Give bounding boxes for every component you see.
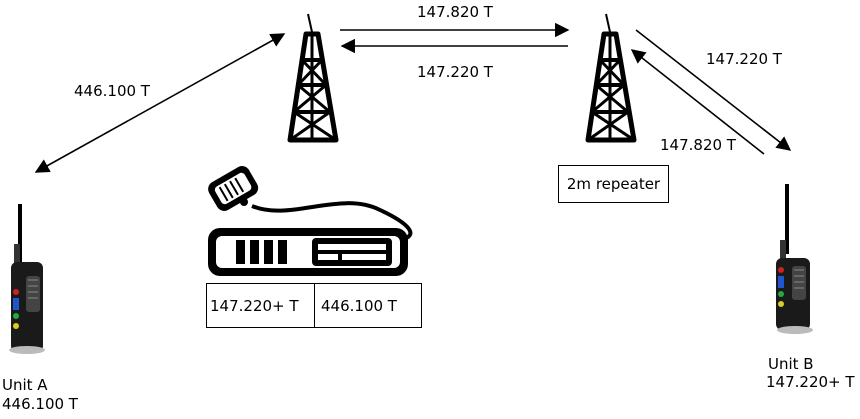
label-a-to-tower1: 446.100 T bbox=[74, 82, 150, 100]
unit-b-name: Unit B bbox=[768, 355, 814, 373]
label-tower2-to-tower1: 147.220 T bbox=[417, 63, 493, 81]
link-arrow-tower2-to-b bbox=[635, 29, 792, 151]
label-tower2-to-b: 147.220 T bbox=[706, 50, 782, 68]
tower-1-icon bbox=[287, 13, 339, 143]
mobile-radio-icon bbox=[208, 166, 413, 276]
mobile-channel-right-box: 446.100 T bbox=[314, 283, 422, 328]
repeater-label-box: 2m repeater bbox=[558, 165, 669, 203]
handheld-radio-b-icon bbox=[776, 184, 813, 334]
repeater-label: 2m repeater bbox=[566, 175, 661, 193]
mobile-channel-right: 446.100 T bbox=[321, 296, 397, 315]
mobile-channel-left-box: 147.220+ T bbox=[206, 283, 315, 328]
link-arrow-a-tower1 bbox=[34, 33, 286, 173]
mobile-channel-left: 147.220+ T bbox=[210, 296, 299, 315]
label-b-to-tower2: 147.820 T bbox=[660, 136, 736, 154]
handheld-radio-a-icon bbox=[9, 204, 45, 354]
label-tower1-to-tower2: 147.820 T bbox=[417, 3, 493, 21]
tower-2-icon bbox=[585, 13, 637, 143]
unit-a-freq: 446.100 T bbox=[2, 395, 78, 413]
unit-b-freq: 147.220+ T bbox=[766, 373, 855, 391]
link-arrow-b-to-tower2 bbox=[630, 49, 765, 155]
unit-a-name: Unit A bbox=[2, 376, 48, 394]
